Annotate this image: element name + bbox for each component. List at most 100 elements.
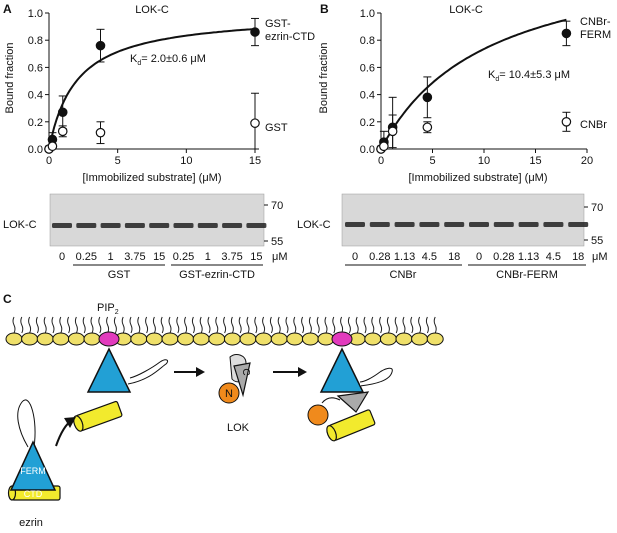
panel-a-point-open	[47, 141, 58, 152]
panel-a-x-tick-label: 5	[115, 155, 121, 167]
lipid-tail	[82, 316, 86, 334]
panel-a-y-tick-label: 0.8	[28, 35, 43, 47]
lipid-tail	[152, 316, 156, 334]
panel-b-point-open	[379, 141, 389, 152]
ferm-triangle-left	[86, 347, 132, 393]
panel-b-ylabel: Bound fraction	[318, 43, 330, 114]
panel-b-point-open	[422, 122, 433, 133]
panel-b-y-tick-label: 0.2	[360, 117, 375, 129]
gel-a-lane-label: 3.75	[124, 251, 145, 263]
panel-a-point-open	[95, 127, 106, 138]
membrane-lipid-heads	[5, 332, 444, 346]
lipid-tails	[12, 316, 437, 334]
gel-b-lane-label: 18	[572, 251, 584, 263]
lipid-tail	[28, 316, 32, 334]
gel-b-unit: μM	[592, 251, 608, 263]
gel-a-mw-55: 55	[271, 236, 283, 248]
gel-b-lane-label: 18	[448, 251, 460, 263]
lipid-head	[36, 332, 54, 346]
gel-b-lane-label: 0.28	[369, 251, 390, 263]
lipid-head	[364, 332, 382, 346]
lok-linker-right	[321, 397, 341, 404]
lipid-head	[52, 332, 70, 346]
gel-b-band	[469, 222, 489, 227]
panel-a-chart: A LOK-C Bound fraction [Immobilized subs…	[3, 2, 315, 184]
lipid-tail	[207, 316, 211, 334]
gel-a-group2-label: GST-ezrin-CTD	[179, 269, 255, 281]
panel-a-x-tick-label: 0	[46, 155, 52, 167]
gel-a-group1-label: GST	[108, 269, 131, 281]
panel-b-point-open	[387, 126, 398, 137]
lipid-tail	[160, 316, 164, 334]
lipid-head	[270, 332, 288, 346]
gel-b-band	[345, 222, 365, 227]
lipid-tail	[316, 316, 320, 334]
gel-b-lane-label: 0	[476, 251, 482, 263]
lipid-tail	[254, 316, 258, 334]
panel-b-x-tick-label: 20	[581, 155, 593, 167]
pip2-head-left	[98, 331, 120, 347]
lipid-head	[192, 332, 210, 346]
panel-c-letter: C	[3, 292, 12, 306]
ezrin-label: ezrin	[19, 517, 43, 529]
panel-b-series-label-open: CNBr	[580, 119, 607, 131]
panel-b-chart: B LOK-C Bound fraction [Immobilized subs…	[318, 2, 611, 184]
lipid-tail	[106, 316, 110, 334]
panel-a-point-filled	[57, 107, 68, 118]
lipid-head	[161, 332, 179, 346]
lipid-tail	[246, 316, 250, 334]
panel-a-point-open	[57, 126, 68, 137]
gel-a-row-label: LOK-C	[3, 219, 37, 231]
panel-a-series-label-open: GST	[265, 122, 288, 134]
gel-a-band	[149, 223, 170, 228]
panel-a-points	[44, 17, 260, 154]
panel-a-title: LOK-C	[135, 4, 169, 16]
gel-b-band	[493, 222, 514, 227]
gel-a-band	[222, 223, 243, 228]
gel-b-lane-label: 4.5	[422, 251, 437, 263]
gel-a-band	[52, 223, 72, 228]
gel-a-lane-label: 15	[250, 251, 262, 263]
panel-b-x-tick-label: 0	[378, 155, 384, 167]
lipid-tail	[410, 316, 414, 334]
panel-b-points	[376, 20, 572, 154]
ctd-cylinder-left	[73, 400, 123, 432]
panel-a-point-filled	[250, 27, 260, 37]
gel-b-band	[543, 222, 564, 227]
panel-a-point-open	[250, 118, 260, 128]
lipid-tail	[98, 316, 102, 334]
gel-b-image	[341, 193, 585, 247]
panel-a-x-tick-label: 10	[180, 155, 192, 167]
arrow-activation-head	[64, 417, 76, 428]
panel-a-y-tick-label: 0.6	[28, 62, 43, 74]
lipid-tail	[35, 316, 39, 334]
gel-a-band	[100, 223, 121, 228]
lipid-tail	[137, 316, 141, 334]
panel-a-y-tick-label: 0.4	[28, 90, 43, 102]
linker-left	[127, 359, 169, 385]
gel-b-mw-70: 70	[591, 202, 603, 214]
gel-b-mw-55: 55	[591, 235, 603, 247]
gel-a-band	[173, 223, 194, 228]
gel-a-lane-label: 0.25	[76, 251, 97, 263]
panel-b-letter: B	[320, 2, 329, 16]
gel-a-image	[49, 193, 265, 247]
lipid-tail	[262, 316, 266, 334]
lipid-tail	[418, 316, 422, 334]
panel-a-y-tick-label: 0.0	[28, 144, 43, 156]
lipid-tail	[43, 316, 47, 334]
lok-kinase-right	[336, 391, 370, 413]
lipid-tail	[363, 316, 367, 334]
lipid-tail	[324, 316, 328, 334]
panel-b-point-filled	[422, 92, 433, 103]
panel-a-y-tick-label: 0.2	[28, 117, 43, 129]
panel-b-point-open	[561, 117, 572, 127]
lipid-tail	[90, 316, 94, 334]
gel-b-band	[568, 222, 589, 227]
lipid-tail	[168, 316, 172, 334]
